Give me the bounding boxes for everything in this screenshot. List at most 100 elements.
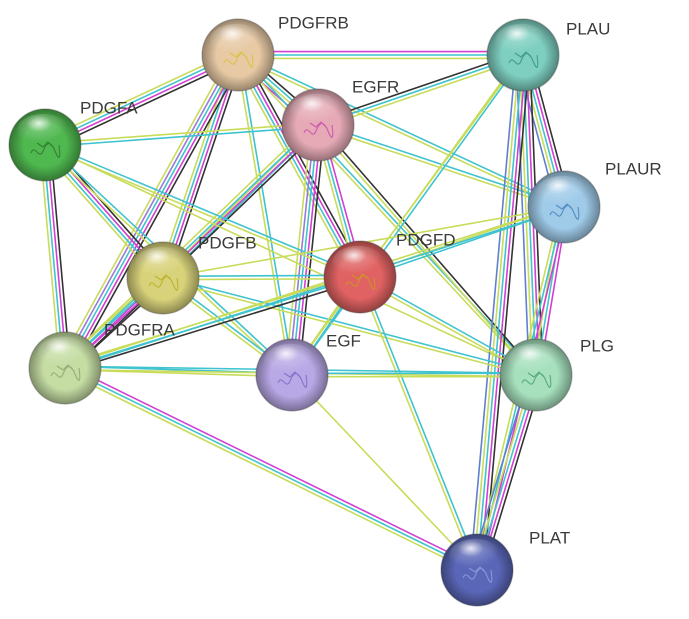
edge-strand-cyan	[44, 125, 319, 148]
edge-egfr-plau	[316, 50, 525, 130]
node-label: PLG	[580, 336, 614, 355]
node-label: EGF	[326, 331, 361, 350]
node-outline	[499, 338, 573, 412]
edge-strand-black	[67, 127, 323, 373]
edge-strand-yellow	[62, 370, 477, 574]
edge-pdgfa-plg	[44, 144, 537, 376]
node-highlight	[210, 23, 262, 59]
node-label: PLAT	[529, 528, 570, 547]
edge-strand-magenta	[479, 54, 528, 572]
edge-strand-cyan	[160, 53, 238, 279]
edge-plau-egf	[289, 53, 526, 377]
node-plg[interactable]	[499, 338, 573, 412]
node-highlight	[332, 245, 384, 281]
edge-strand-yellow	[60, 120, 316, 366]
edge-strand-violet	[61, 52, 236, 368]
edge-strand-violet	[287, 123, 316, 376]
node-outline	[255, 338, 329, 412]
edge-strand-yellow	[236, 55, 565, 210]
edge-plau-plat	[469, 53, 531, 572]
edge-strand-cyan	[63, 122, 318, 368]
edge-strand-black	[49, 143, 71, 369]
node-label: PDGFRB	[278, 13, 349, 32]
edge-pdgfd-pdgfra	[63, 272, 362, 373]
node-highlight	[37, 336, 89, 372]
node-label: PDGFA	[80, 98, 138, 117]
edge-egfr-pdgfa	[44, 122, 319, 148]
node-pdgfrb[interactable]	[201, 18, 275, 92]
edge-strand-yellow	[318, 57, 525, 130]
node-pdgfb[interactable]	[126, 241, 200, 315]
edge-strand-yellow	[232, 56, 357, 281]
node-highlight	[536, 175, 588, 211]
edge-pdgfrb-egf	[235, 53, 295, 377]
edge-strand-cyan	[292, 55, 526, 377]
edge-pdgfra-plat	[62, 364, 480, 574]
node-label: PLAU	[566, 19, 610, 38]
edge-strand-yellow	[289, 53, 523, 375]
node-egfr[interactable]	[281, 88, 355, 162]
edge-strand-black	[297, 124, 326, 377]
edge-pdgfrb-plau	[237, 50, 524, 60]
node-pdgfa[interactable]	[8, 108, 82, 182]
edge-strand-yellow	[39, 144, 61, 370]
node-highlight	[135, 246, 187, 282]
node-outline	[126, 241, 200, 315]
edge-strand-cyan	[64, 367, 478, 571]
node-outline	[201, 18, 275, 92]
node-label: PLAUR	[605, 159, 662, 178]
edge-strand-yellow	[63, 272, 360, 366]
edge-strand-cyan	[476, 54, 524, 571]
edge-pdgfrb-plaur	[236, 52, 566, 210]
edge-strand-yellow	[44, 122, 319, 145]
edge-strand-cyan	[237, 52, 566, 207]
edge-strand-cyan	[64, 276, 361, 369]
edge-egf-plg	[291, 372, 537, 378]
edge-strand-yellow	[357, 276, 477, 572]
edge-strand-magenta	[67, 55, 242, 371]
node-highlight	[508, 343, 560, 379]
edge-strand-cyan	[235, 55, 360, 279]
edge-strand-black	[316, 50, 523, 123]
edge-pdgfrb-pdgfb	[157, 52, 244, 281]
edge-strand-yellow	[235, 54, 292, 377]
node-highlight	[264, 343, 316, 379]
node-outline	[28, 331, 102, 405]
node-egf[interactable]	[255, 338, 329, 412]
edge-strand-cyan	[317, 54, 524, 126]
edge-strand-yellow	[291, 374, 478, 571]
edge-strand-cyan	[162, 275, 538, 375]
node-plat[interactable]	[440, 533, 514, 607]
edge-pdgfrb-pdgfra	[58, 50, 245, 373]
node-label: EGFR	[352, 77, 399, 96]
edge-strand-cyan	[238, 53, 295, 376]
edge-strand-magenta	[294, 124, 323, 377]
edge-pdgfa-pdgfra	[39, 143, 71, 370]
node-pdgfd[interactable]	[323, 240, 397, 314]
edge-strand-yellow	[157, 52, 234, 278]
node-outline	[486, 18, 560, 92]
node-pdgfra[interactable]	[28, 331, 102, 405]
edge-strand-blue	[469, 53, 518, 571]
node-plaur[interactable]	[527, 170, 601, 244]
edge-strand-magenta	[65, 125, 320, 371]
edge-strand-cyan	[44, 142, 362, 277]
edge-pdgfd-plat	[357, 275, 480, 572]
edge-strand-cyan	[64, 54, 239, 369]
edge-strand-cyan	[291, 124, 319, 376]
node-outline	[323, 240, 397, 314]
edge-strand-yellow	[161, 278, 537, 378]
edge-egf-plat	[291, 374, 478, 571]
node-highlight	[449, 538, 501, 574]
edge-strand-black	[65, 279, 362, 373]
node-plau[interactable]	[486, 18, 560, 92]
edge-strand-black	[482, 54, 531, 572]
node-label: PDGFB	[198, 233, 257, 252]
node-outline	[527, 170, 601, 244]
edge-egfr-pdgfra	[60, 120, 323, 373]
edge-pdgfb-plg	[161, 275, 538, 378]
edge-strand-black	[241, 51, 366, 276]
node-highlight	[495, 23, 547, 59]
